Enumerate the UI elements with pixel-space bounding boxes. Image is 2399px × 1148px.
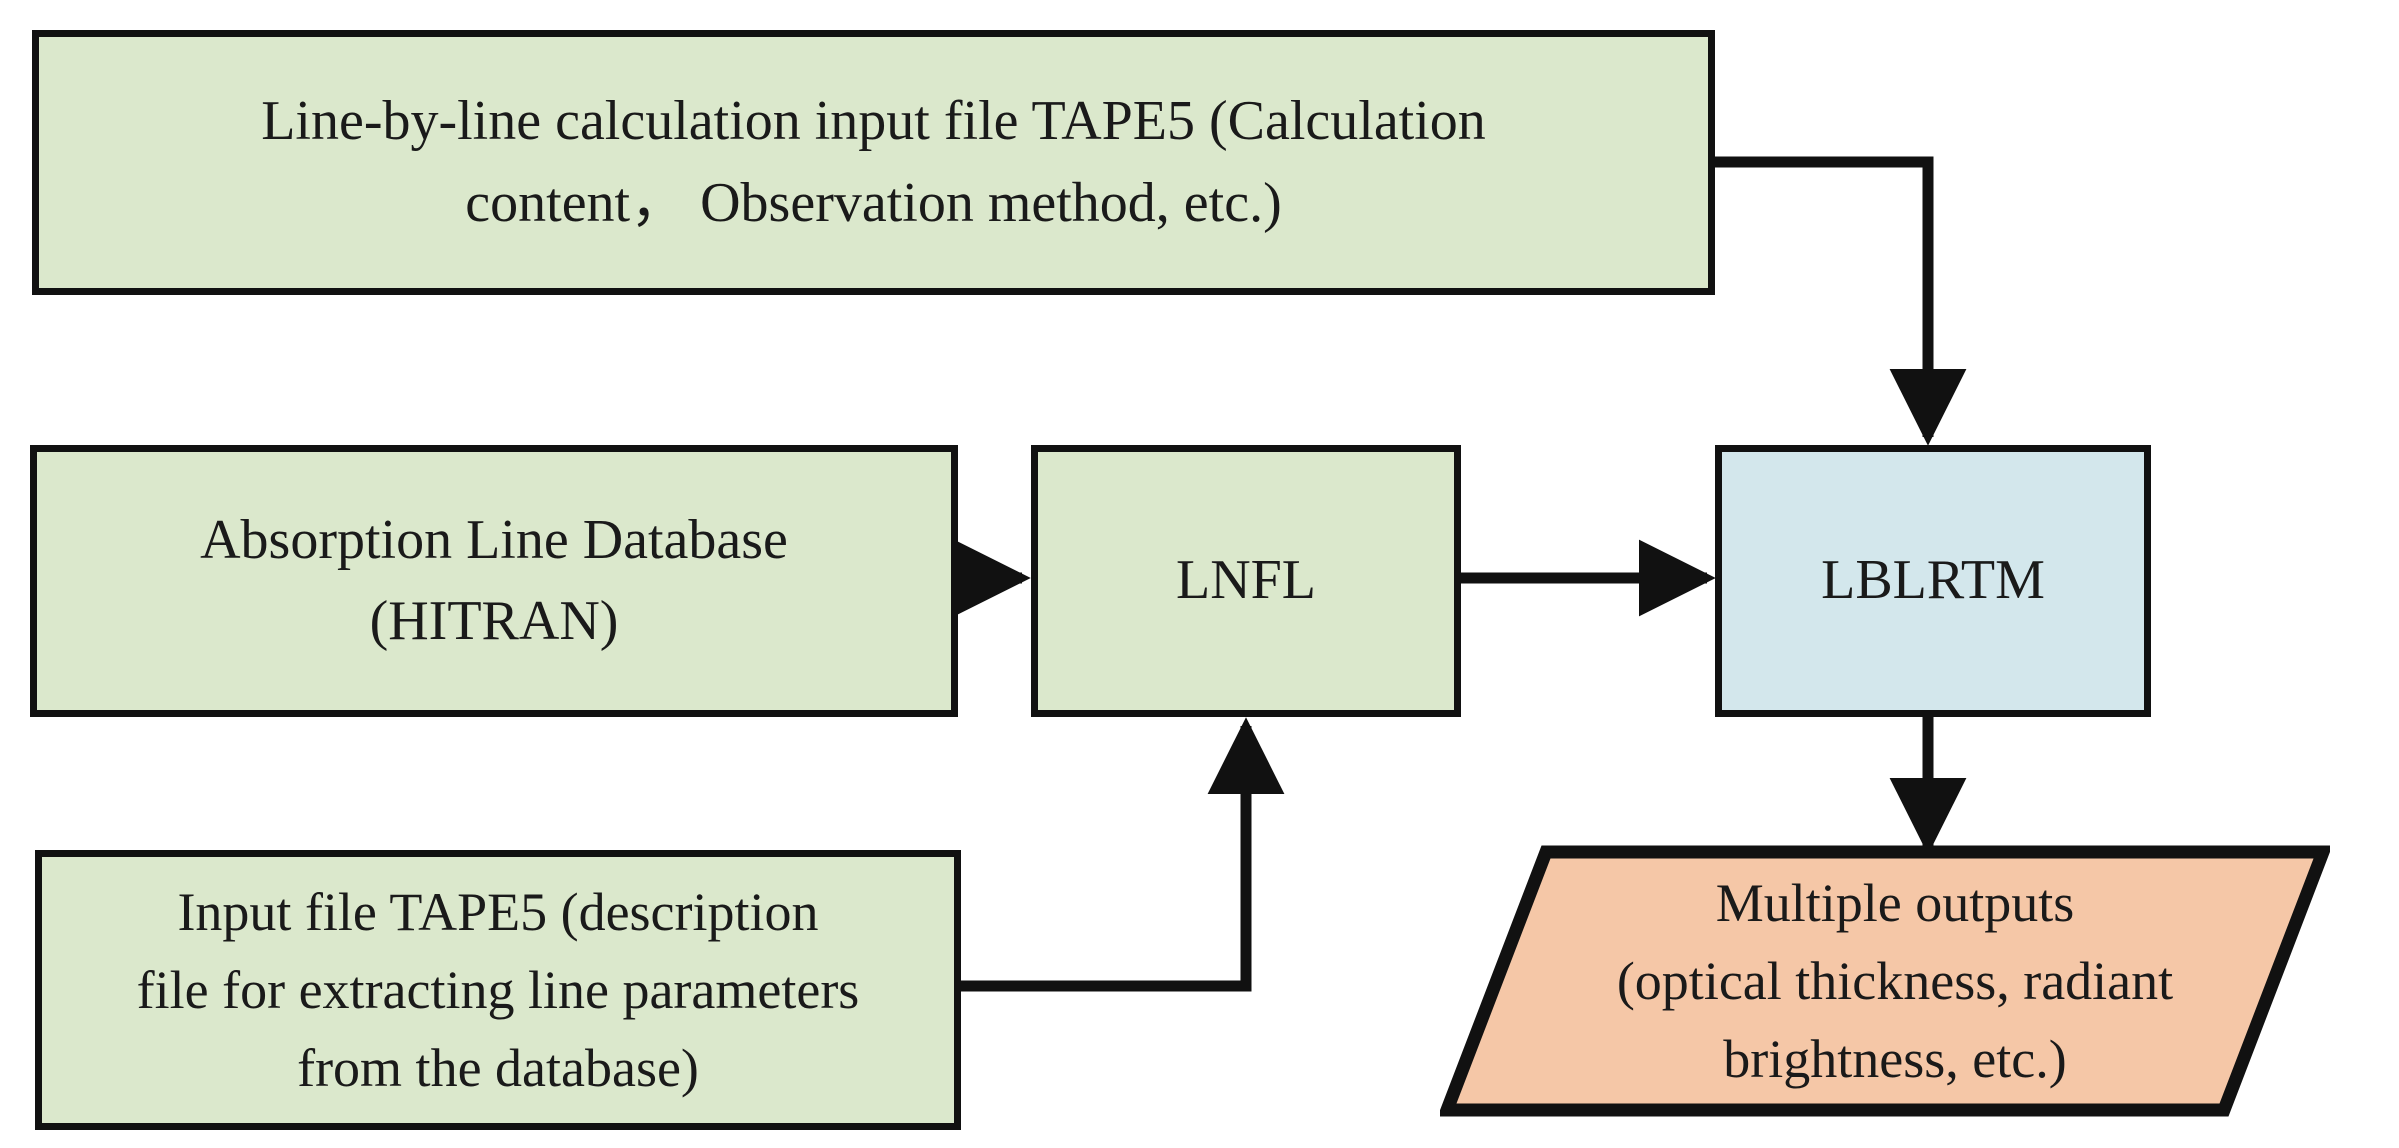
node-label: Line-by-line calculation input file TAPE…	[261, 90, 1486, 234]
node-label: Input file TAPE5 (description file for e…	[136, 881, 860, 1099]
edge-tape5lblrtm-to-lblrtm	[1715, 156, 1967, 446]
node-label: Multiple outputs (optical thickness, rad…	[1616, 872, 2174, 1090]
node-multiple-outputs[interactable]: Multiple outputs (optical thickness, rad…	[1440, 845, 2330, 1117]
node-absorption-line-database[interactable]: Absorption Line Database (HITRAN)	[30, 445, 958, 717]
node-label: LNFL	[1176, 549, 1316, 612]
node-lblrtm[interactable]: LBLRTM	[1715, 445, 2151, 717]
node-line-by-line-input-tape5[interactable]: Line-by-line calculation input file TAPE…	[32, 30, 1715, 295]
node-input-file-tape5-description[interactable]: Input file TAPE5 (description file for e…	[35, 850, 961, 1130]
edge-tape5lnfl-to-lnfl	[961, 717, 1285, 992]
node-label: LBLRTM	[1821, 549, 2045, 612]
parallelogram-shape	[1440, 845, 2330, 1117]
node-lnfl[interactable]: LNFL	[1031, 445, 1461, 717]
node-label: Absorption Line Database (HITRAN)	[200, 508, 788, 652]
